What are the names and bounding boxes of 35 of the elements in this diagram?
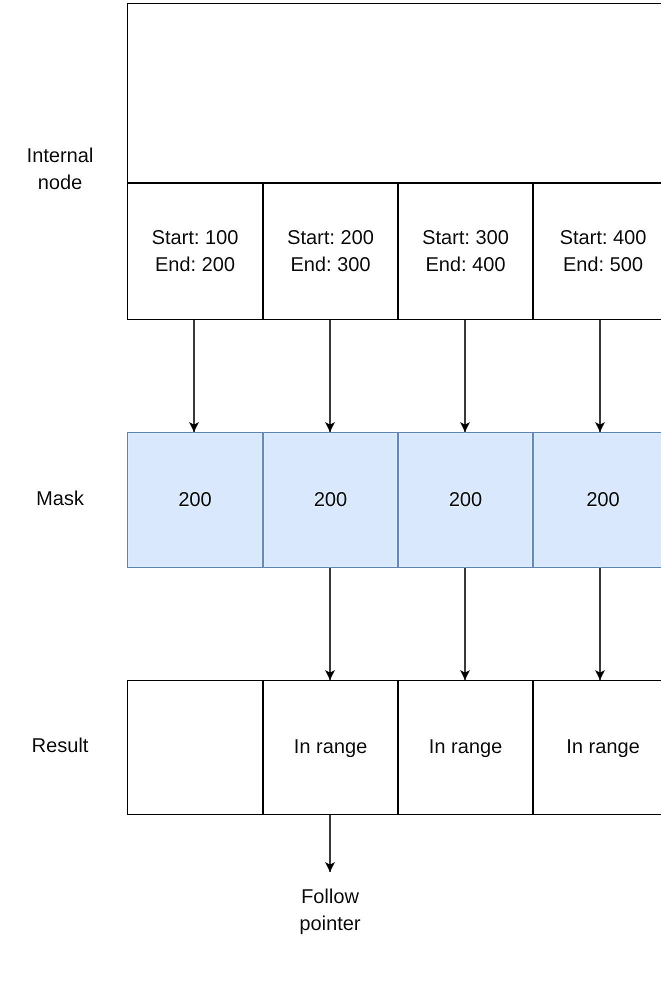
cell-text: 200	[586, 488, 620, 512]
cell-text: In range	[566, 735, 640, 760]
cell-text: In range	[294, 735, 368, 760]
table-cell	[398, 680, 533, 815]
row-label: Result	[30, 734, 90, 759]
table-cell	[398, 183, 533, 320]
table-cell	[263, 680, 398, 815]
table-cell	[533, 680, 661, 815]
arrow	[595, 320, 605, 432]
table-cell	[263, 183, 398, 320]
cell-text: Follow pointer	[298, 885, 362, 937]
empty-box	[127, 3, 661, 183]
cell-text: Start: 300 End: 400	[421, 226, 510, 278]
cell-text: Start: 200 End: 300	[286, 226, 375, 278]
arrow	[325, 568, 335, 680]
table-cell	[533, 183, 661, 320]
row-label: Internal node	[26, 144, 94, 196]
cell-text: 200	[178, 488, 212, 512]
arrow	[460, 320, 470, 432]
cell-text: Start: 100 End: 200	[150, 226, 240, 278]
cell-text: Start: 400 End: 500	[558, 226, 648, 278]
arrow	[325, 815, 335, 872]
table-cell	[127, 183, 263, 320]
mask-cell	[127, 432, 263, 568]
cell-text: In range	[428, 735, 502, 760]
cell-text: 200	[314, 488, 348, 512]
mask-cell	[263, 432, 398, 568]
arrow	[460, 568, 470, 680]
arrow	[325, 320, 335, 432]
row-label: Mask	[35, 487, 85, 512]
cell-text: 200	[448, 488, 482, 512]
mask-cell	[533, 432, 661, 568]
arrow	[189, 320, 199, 432]
mask-cell	[398, 432, 533, 568]
arrow	[595, 568, 605, 680]
